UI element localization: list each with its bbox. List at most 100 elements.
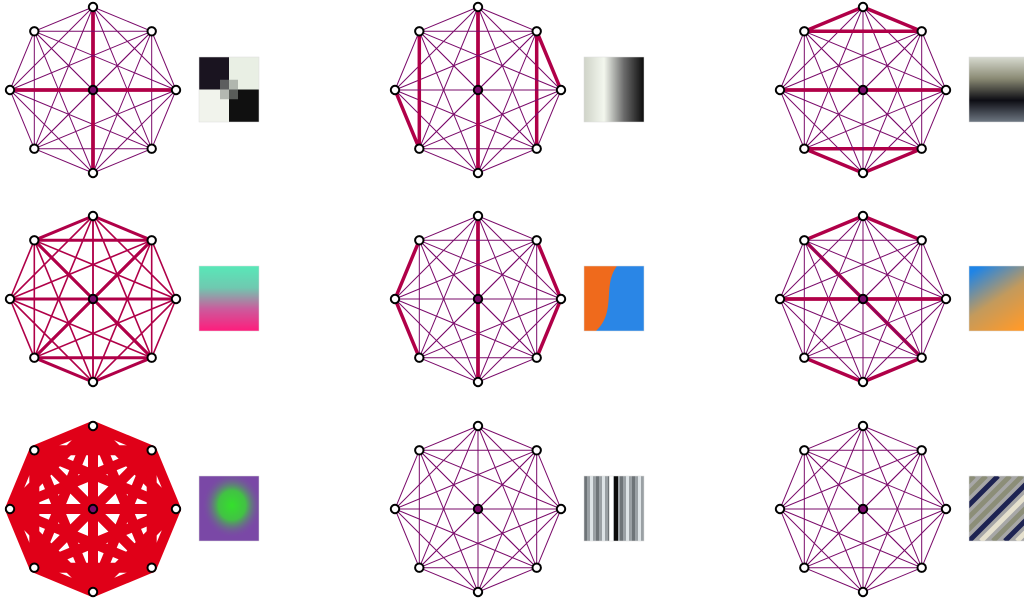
graph-node xyxy=(415,353,423,361)
graph-edge xyxy=(863,426,922,568)
graph-edge xyxy=(419,31,478,173)
graph-center-node xyxy=(89,295,97,303)
graph-node xyxy=(800,144,808,152)
graph-edge xyxy=(395,509,537,568)
graph-edge xyxy=(419,450,478,592)
graph-edge xyxy=(419,240,478,382)
graph-edge xyxy=(863,31,922,90)
graph-node xyxy=(474,588,482,596)
graph-node xyxy=(776,505,784,513)
graph-edge xyxy=(419,509,478,568)
graph-node xyxy=(147,446,155,454)
filter-thumbnail xyxy=(584,266,644,331)
graph-edge xyxy=(804,240,946,299)
graph-edge xyxy=(780,90,922,149)
graph-edge xyxy=(93,240,152,299)
graph-edge xyxy=(804,90,863,149)
graph-node xyxy=(474,3,482,11)
graph-edge xyxy=(34,31,93,90)
graph-node xyxy=(172,505,180,513)
graph-edge xyxy=(34,7,93,149)
graph-node xyxy=(172,86,180,94)
graph-edge xyxy=(478,216,537,358)
graph-center-node xyxy=(474,86,482,94)
graph-edge xyxy=(804,240,863,299)
graph-edge xyxy=(419,450,561,509)
graph-center-node xyxy=(89,86,97,94)
graph-node xyxy=(800,236,808,244)
graph-edge xyxy=(780,299,922,358)
graph-node xyxy=(172,295,180,303)
filter-thumbnail xyxy=(584,57,644,122)
graph-node xyxy=(859,588,867,596)
graph-node xyxy=(859,212,867,220)
graph-node xyxy=(89,378,97,386)
graph-node xyxy=(30,27,38,35)
graph-node xyxy=(415,236,423,244)
graph-node xyxy=(917,446,925,454)
graph-edge xyxy=(10,90,152,149)
graph-node xyxy=(89,169,97,177)
graph-node xyxy=(942,505,950,513)
graph-node xyxy=(776,86,784,94)
graph-center-node xyxy=(89,505,97,513)
graph-edge xyxy=(34,90,176,149)
graph-panel-r1c2 xyxy=(391,3,644,177)
graph-node xyxy=(917,236,925,244)
graph-edge xyxy=(419,7,478,149)
graph-edge xyxy=(93,90,152,149)
graph-edge xyxy=(478,31,537,173)
graph-panel-r2c1 xyxy=(6,212,259,386)
graph-node xyxy=(30,236,38,244)
graph-node xyxy=(800,446,808,454)
graph-edge xyxy=(34,299,93,358)
graph-edge xyxy=(419,216,478,358)
graph-node xyxy=(859,422,867,430)
graph-node xyxy=(415,144,423,152)
graph-node xyxy=(474,422,482,430)
graph-node xyxy=(800,563,808,571)
graph-node xyxy=(30,446,38,454)
graph-edge xyxy=(863,90,922,149)
graph-edge xyxy=(804,450,863,509)
graph-edge xyxy=(804,299,863,358)
graph-edge xyxy=(804,509,863,568)
graph-edge xyxy=(34,31,176,90)
filter-thumbnail xyxy=(969,266,1024,331)
graph-node xyxy=(391,86,399,94)
graph-panel-r3c2 xyxy=(391,422,644,596)
graph-node xyxy=(474,212,482,220)
graph-node xyxy=(415,27,423,35)
graph-center-node xyxy=(859,86,867,94)
graph-edge xyxy=(863,450,922,592)
graph-node xyxy=(557,86,565,94)
graph-edge xyxy=(419,90,478,149)
graph-edge xyxy=(804,299,946,358)
graph-edge xyxy=(804,509,946,568)
graph-edge xyxy=(419,240,478,299)
graph-edge xyxy=(34,240,93,299)
graph-node xyxy=(89,212,97,220)
graph-node xyxy=(147,563,155,571)
graph-node xyxy=(532,353,540,361)
graph-edge xyxy=(863,509,922,568)
graph-edge xyxy=(863,299,922,358)
filter-thumbnail xyxy=(199,476,259,541)
graph-node xyxy=(147,27,155,35)
graph-node xyxy=(30,144,38,152)
graph-node xyxy=(147,353,155,361)
graph-edge xyxy=(804,31,863,90)
filter-thumbnail xyxy=(199,57,259,122)
graph-edge xyxy=(478,240,537,299)
graph-center-node xyxy=(474,505,482,513)
graph-node xyxy=(6,505,14,513)
graph-edge xyxy=(780,450,922,509)
graph-node xyxy=(557,505,565,513)
filter-thumbnail xyxy=(584,476,644,541)
graph-edge xyxy=(478,240,537,382)
graph-node xyxy=(30,563,38,571)
graph-edge xyxy=(478,450,537,592)
graph-edge xyxy=(419,299,478,358)
graph-node xyxy=(89,588,97,596)
